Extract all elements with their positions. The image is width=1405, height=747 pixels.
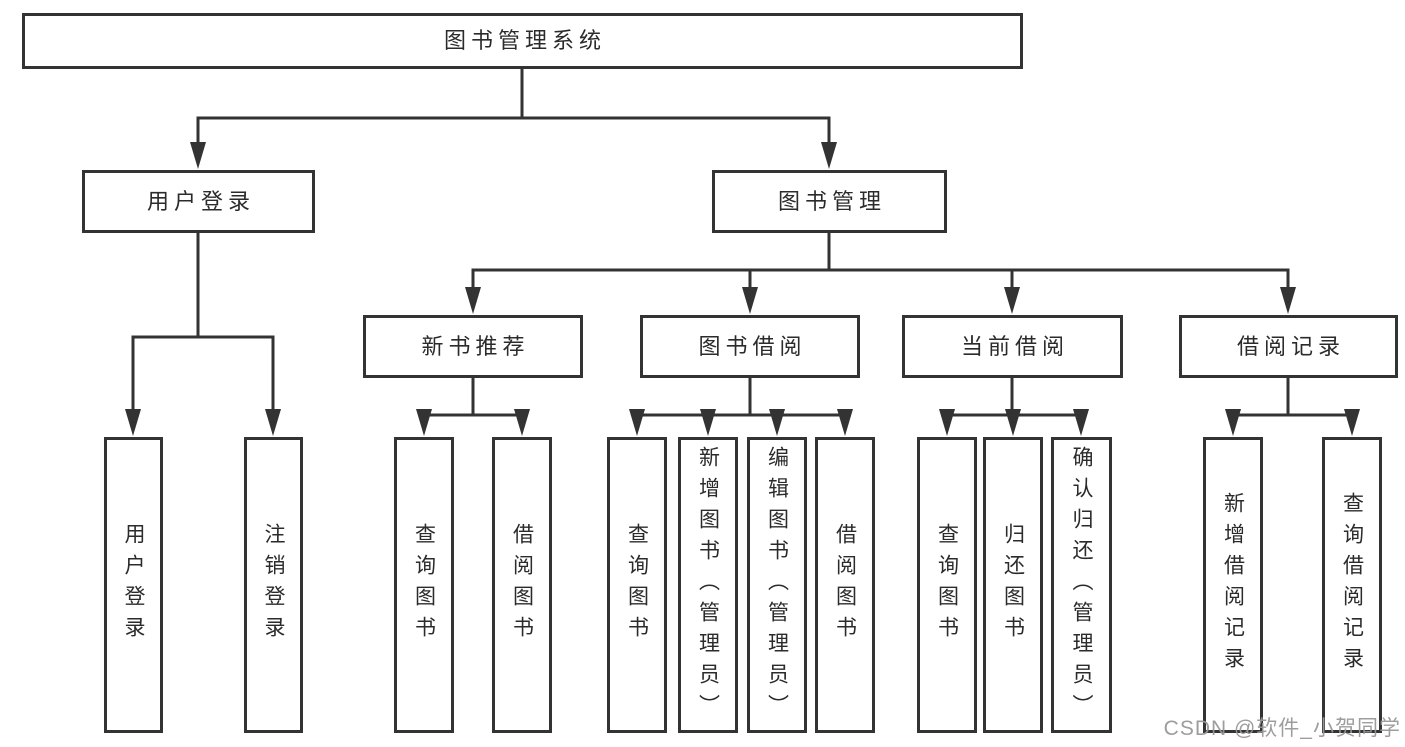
node-current-borrow: 当前借阅 [902, 315, 1123, 378]
node-new-book-rec: 新书推荐 [363, 315, 583, 378]
node-bb-borrow-book: 借阅图书 [815, 437, 875, 733]
node-cb-confirm-return: 确认归还（管理员） [1051, 437, 1112, 733]
node-leaf-user-login: 用户登录 [104, 437, 163, 733]
node-cb-query-book: 查询图书 [917, 437, 977, 733]
node-book-mgmt: 图书管理 [712, 170, 947, 233]
node-cb-return-book: 归还图书 [983, 437, 1043, 733]
node-nb-query-book: 查询图书 [394, 437, 454, 733]
node-user-login: 用户登录 [82, 170, 315, 233]
node-root: 图书管理系统 [22, 13, 1023, 69]
node-borrow-record: 借阅记录 [1179, 315, 1398, 378]
node-br-add-record: 新增借阅记录 [1203, 437, 1263, 733]
node-book-borrow: 图书借阅 [640, 315, 860, 378]
node-bb-query-book: 查询图书 [607, 437, 667, 733]
node-br-query-record: 查询借阅记录 [1322, 437, 1382, 733]
node-bb-edit-book: 编辑图书（管理员） [747, 437, 807, 733]
node-nb-borrow-book: 借阅图书 [492, 437, 552, 733]
watermark: CSDN @软件_小贺同学 [1163, 717, 1401, 740]
node-leaf-logout: 注销登录 [244, 437, 303, 733]
node-bb-add-book: 新增图书（管理员） [678, 437, 738, 733]
